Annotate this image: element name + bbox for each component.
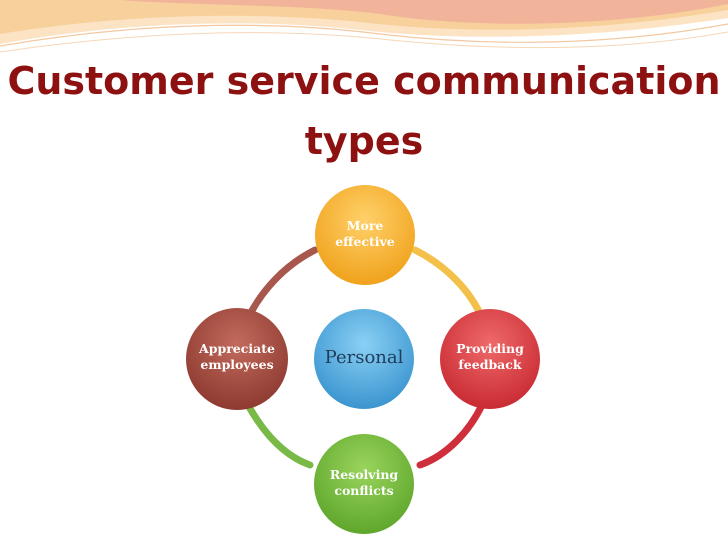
label-appreciate-employees-line-1: Appreciate — [199, 341, 275, 356]
label-providing-feedback: Providing feedback — [440, 341, 540, 373]
label-more-effective: More effective — [315, 218, 415, 250]
node-more-effective — [315, 185, 415, 285]
node-providing-feedback — [440, 309, 540, 409]
arc-top-to-right — [411, 246, 486, 322]
label-resolving-conflicts-line-2: conflicts — [334, 483, 394, 498]
slide-title-line-1: Customer service communication — [7, 59, 721, 103]
arc-left-to-top — [244, 246, 319, 322]
node-personal-center — [314, 309, 414, 409]
label-more-effective-line-1: More — [346, 218, 384, 233]
label-providing-feedback-line-2: feedback — [458, 357, 522, 372]
node-resolving-conflicts — [314, 434, 414, 534]
label-resolving-conflicts: Resolving conflicts — [314, 467, 414, 499]
label-personal: Personal — [324, 347, 404, 368]
label-resolving-conflicts-line-1: Resolving — [329, 467, 399, 482]
label-appreciate-employees: Appreciate employees — [186, 341, 288, 373]
arc-bottom-to-left — [244, 401, 314, 469]
arc-right-to-bottom — [416, 401, 486, 469]
slide-title-line-2: types — [304, 119, 424, 163]
label-providing-feedback-line-1: Providing — [456, 341, 524, 356]
node-appreciate-employees — [186, 308, 288, 410]
label-appreciate-employees-line-2: employees — [200, 357, 274, 372]
label-more-effective-line-2: effective — [335, 234, 395, 249]
decorative-wave-banner — [0, 0, 728, 53]
